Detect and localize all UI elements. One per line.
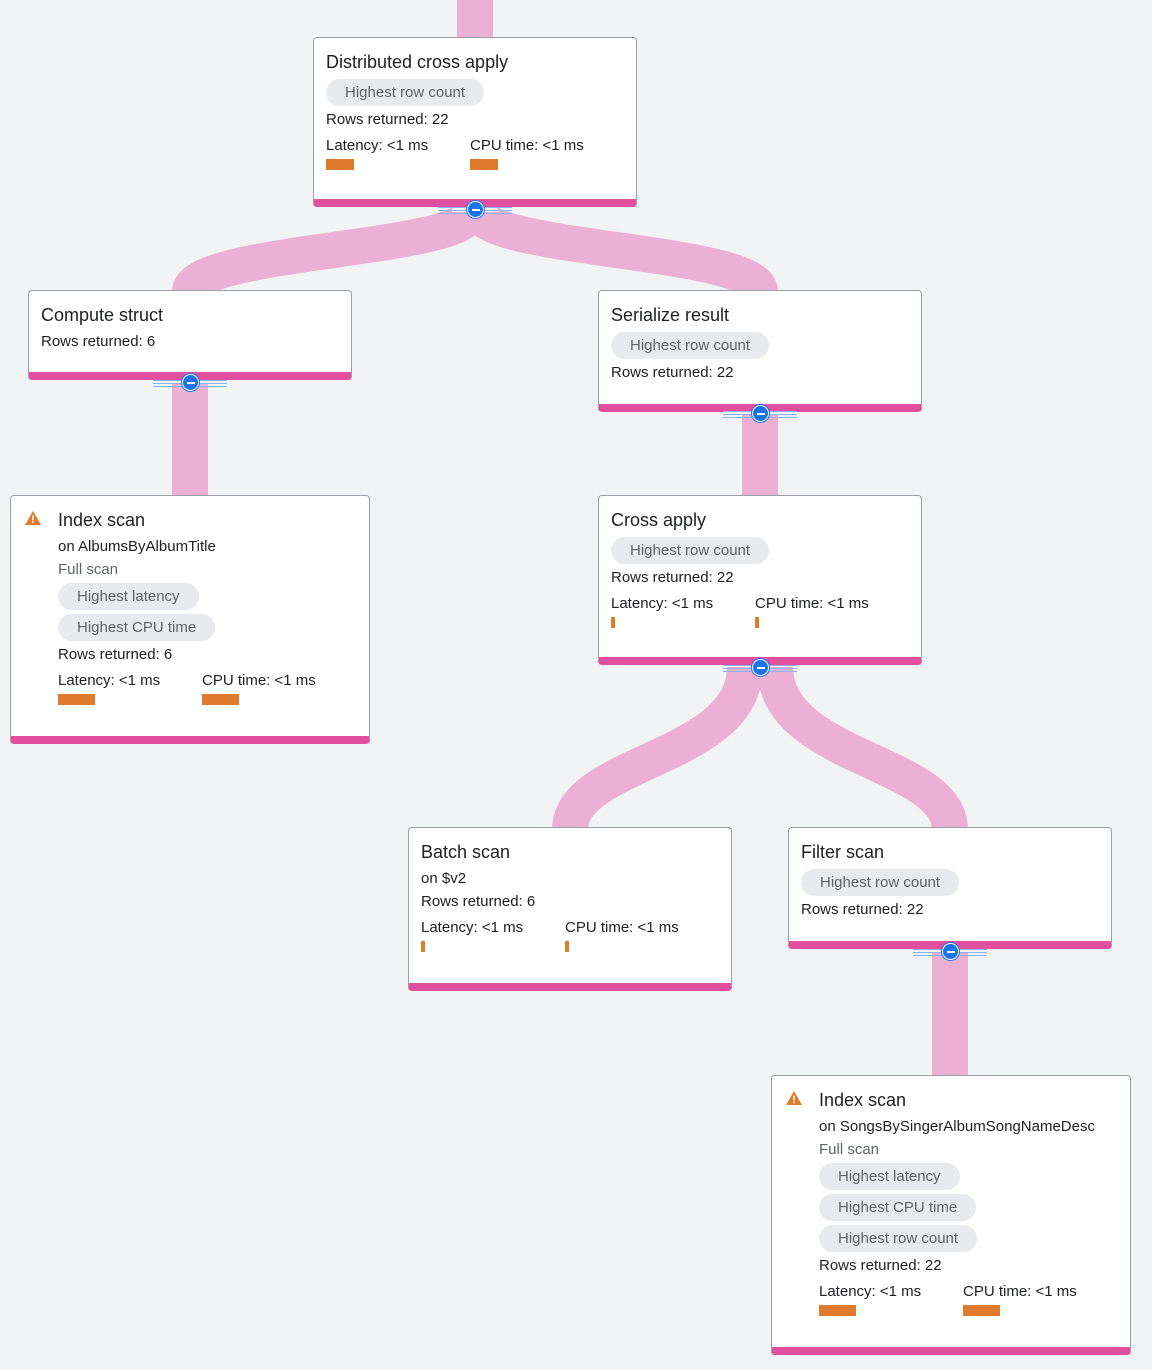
node-index-scan-songs[interactable]: Index scan on SongsBySingerAlbumSongName… <box>771 1075 1131 1355</box>
chip-highest-row-count: Highest row count <box>611 537 770 564</box>
cpu-time-bar <box>755 617 759 628</box>
scan-target: on $v2 <box>421 870 467 887</box>
rows-returned: Rows returned: 22 <box>326 111 449 128</box>
scan-target: on SongsBySingerAlbumSongNameDesc <box>819 1118 1095 1135</box>
rows-returned: Rows returned: 22 <box>801 901 924 918</box>
collapse-minus-icon <box>182 374 199 391</box>
edge-distributed-to-serialize <box>462 203 778 300</box>
metrics: Latency: <1 ms CPU time: <1 ms <box>58 671 357 705</box>
node-index-scan-albums[interactable]: Index scan on AlbumsByAlbumTitle Full sc… <box>10 495 370 744</box>
node-title: Filter scan <box>801 842 885 862</box>
latency-bar <box>58 694 95 705</box>
node-compute-struct[interactable]: Compute struct Rows returned: 6 <box>28 290 352 380</box>
collapse-toggle-filter-scan[interactable] <box>913 943 987 960</box>
cpu-time-label: CPU time: <1 ms <box>565 919 679 936</box>
cpu-time-bar <box>963 1305 1000 1316</box>
rows-returned: Rows returned: 6 <box>58 646 173 663</box>
rows-returned: Rows returned: 22 <box>611 569 734 586</box>
collapse-minus-icon <box>942 943 959 960</box>
latency-bar <box>611 617 615 628</box>
latency-label: Latency: <1 ms <box>326 137 429 154</box>
metrics: Latency: <1 ms CPU time: <1 ms <box>326 136 624 170</box>
collapse-toggle-compute-struct[interactable] <box>153 374 227 391</box>
node-serialize-result[interactable]: Serialize result Highest row count Rows … <box>598 290 922 412</box>
scan-type: Full scan <box>819 1141 880 1158</box>
latency-bar <box>326 159 354 170</box>
rows-returned: Rows returned: 6 <box>41 333 156 350</box>
cpu-time-label: CPU time: <1 ms <box>963 1283 1077 1300</box>
latency-label: Latency: <1 ms <box>58 672 161 689</box>
latency-label: Latency: <1 ms <box>421 919 524 936</box>
collapse-toggle-cross-apply[interactable] <box>723 659 797 676</box>
chips: Highest latency Highest CPU time <box>58 583 357 641</box>
scan-type: Full scan <box>58 561 119 578</box>
cpu-time-label: CPU time: <1 ms <box>470 137 584 154</box>
node-title: Distributed cross apply <box>326 52 509 72</box>
cpu-time-bar <box>470 159 498 170</box>
cpu-time-bar <box>565 941 569 952</box>
metrics: Latency: <1 ms CPU time: <1 ms <box>611 594 909 628</box>
chip-highest-latency: Highest latency <box>819 1163 960 1190</box>
chip-highest-latency: Highest latency <box>58 583 199 610</box>
node-distributed-cross-apply[interactable]: Distributed cross apply Highest row coun… <box>313 37 637 207</box>
metrics: Latency: <1 ms CPU time: <1 ms <box>819 1282 1118 1316</box>
cpu-time-label: CPU time: <1 ms <box>202 672 316 689</box>
metrics: Latency: <1 ms CPU time: <1 ms <box>421 918 719 952</box>
chips: Highest latency Highest CPU time Highest… <box>819 1163 1118 1252</box>
cpu-time-bar <box>202 694 239 705</box>
latency-bar <box>421 941 425 952</box>
node-title: Batch scan <box>421 842 511 862</box>
latency-bar <box>819 1305 856 1316</box>
chip-highest-row-count: Highest row count <box>801 869 960 896</box>
node-title: Index scan <box>58 510 146 530</box>
cpu-time-label: CPU time: <1 ms <box>755 595 869 612</box>
node-title: Cross apply <box>611 510 707 530</box>
collapse-minus-icon <box>467 201 484 218</box>
node-cross-apply[interactable]: Cross apply Highest row count Rows retur… <box>598 495 922 665</box>
latency-label: Latency: <1 ms <box>819 1283 922 1300</box>
warning-triangle-icon <box>25 511 41 525</box>
node-title: Index scan <box>819 1090 907 1110</box>
chip-highest-cpu-time: Highest CPU time <box>819 1194 977 1221</box>
collapse-minus-icon <box>752 405 769 422</box>
node-batch-scan[interactable]: Batch scan on $v2 Rows returned: 6 Laten… <box>408 827 732 991</box>
collapse-toggle-distributed-cross-apply[interactable] <box>438 201 512 218</box>
chip-highest-cpu-time: Highest CPU time <box>58 614 216 641</box>
rows-returned: Rows returned: 22 <box>611 364 734 381</box>
edge-cross-apply-to-filter-scan <box>757 665 968 833</box>
scan-target: on AlbumsByAlbumTitle <box>58 538 216 555</box>
edge-distributed-to-compute <box>172 203 488 300</box>
node-filter-scan[interactable]: Filter scan Highest row count Rows retur… <box>788 827 1112 949</box>
collapse-minus-icon <box>752 659 769 676</box>
chip-highest-row-count: Highest row count <box>611 332 770 359</box>
chip-highest-row-count: Highest row count <box>326 79 485 106</box>
rows-returned: Rows returned: 6 <box>421 893 536 910</box>
edge-cross-apply-to-batch-scan <box>552 665 763 833</box>
latency-label: Latency: <1 ms <box>611 595 714 612</box>
node-title: Serialize result <box>611 305 730 325</box>
node-title: Compute struct <box>41 305 164 325</box>
warning-triangle-icon <box>786 1091 802 1105</box>
rows-returned: Rows returned: 22 <box>819 1257 942 1274</box>
collapse-toggle-serialize-result[interactable] <box>723 405 797 422</box>
chip-highest-row-count: Highest row count <box>819 1225 978 1252</box>
